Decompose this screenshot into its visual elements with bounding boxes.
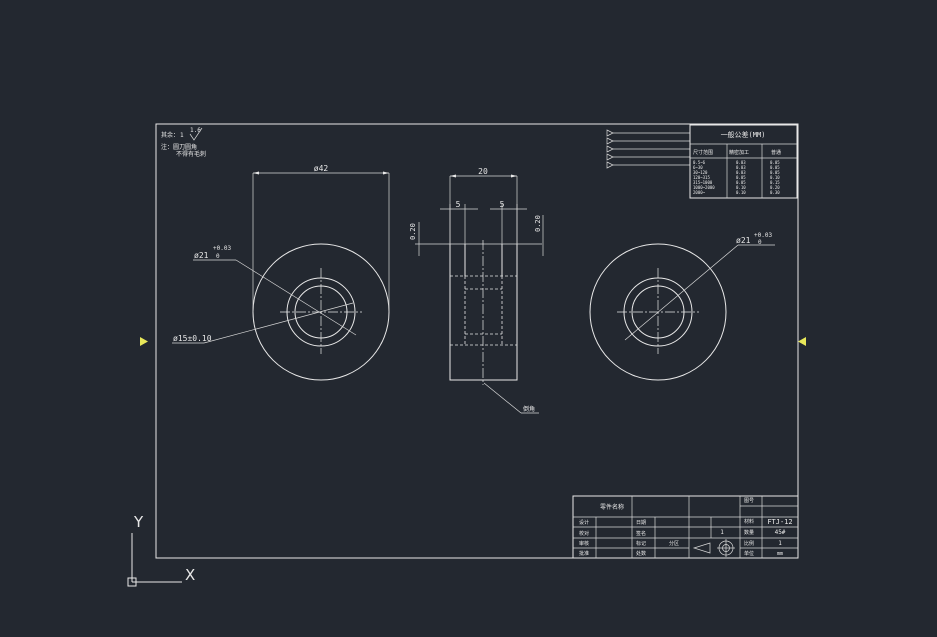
- outer-diameter-dim: ø42: [314, 164, 329, 173]
- tolerance-header-range: 尺寸范围: [693, 149, 713, 156]
- tolerance-cell: 120~315: [693, 175, 710, 180]
- tolerance-cell: 315~1000: [693, 180, 713, 185]
- label-review: 审核: [579, 540, 589, 547]
- general-notes: 其余： 1 1.6 注：圆刀圆角 不得有毛刺: [161, 127, 206, 158]
- tolerance-header-normal: 普通: [771, 149, 781, 156]
- material-value: 45#: [775, 529, 786, 536]
- note-line-2: 不得有毛刺: [176, 150, 206, 158]
- step-left-dim: 5: [456, 200, 461, 209]
- label-unit: 单位: [744, 550, 754, 557]
- label-material: 材料: [744, 518, 754, 525]
- drawing-frame: [155, 123, 799, 559]
- right-grip-marker[interactable]: [798, 337, 806, 346]
- label-scale: 比例: [744, 540, 754, 547]
- tolerance-cell: 0.5~6: [693, 160, 706, 165]
- bore-diameter-dim: ø21: [194, 251, 209, 260]
- right-bore-diameter-dim: ø21: [736, 236, 751, 245]
- label-zone: 分区: [669, 540, 679, 547]
- tolerance-cell: 0.05: [770, 170, 780, 175]
- tolerance-cell: 0.10: [736, 190, 746, 195]
- label-design: 设计: [579, 519, 589, 526]
- title-block[interactable]: 零件名称 设计 校对 审核 批准 日期 签名 标记 处数 分区 图号 材料 数量…: [572, 495, 799, 559]
- roughness-label: 其余：: [161, 131, 179, 139]
- tolerance-cell: 0.10: [736, 185, 746, 190]
- right-tol-lower: 0: [758, 239, 762, 246]
- label-mark: 标记: [636, 540, 646, 547]
- chamfer-left-dim: 0.20: [409, 223, 417, 240]
- tolerance-cell: 0.10: [770, 175, 780, 180]
- front-view[interactable]: ø42 ø21 +0.03 0 ø15±0.10: [172, 164, 390, 381]
- chamfer-right-dim: 0.20: [534, 215, 542, 232]
- roughness-symbol-value: 1.6: [190, 127, 201, 134]
- tolerance-cell: 0.05: [736, 175, 746, 180]
- unit-value: mm: [777, 551, 783, 557]
- label-count: 处数: [636, 550, 646, 557]
- tolerance-cell: 0.03: [736, 170, 746, 175]
- roughness-value: 1: [180, 132, 184, 139]
- part-number: FTJ-12: [767, 518, 792, 526]
- ucs-x-label: X: [185, 566, 195, 584]
- tolerance-cell: 0.15: [770, 180, 780, 185]
- ucs-icon: Y X: [127, 513, 195, 587]
- tolerance-cell: 0.03: [736, 165, 746, 170]
- projection-symbol-icon: [692, 539, 735, 557]
- right-tol-upper: +0.03: [754, 232, 772, 239]
- tolerance-header-precision: 精密加工: [729, 149, 749, 156]
- note-line-1: 注：圆刀圆角: [161, 143, 197, 151]
- tolerance-cell: 2000~: [693, 190, 706, 195]
- pin-diameter-dim: ø15±0.10: [173, 334, 212, 343]
- rear-view[interactable]: ø21 +0.03 0: [589, 232, 775, 381]
- width-dim: 20: [478, 167, 488, 176]
- label-drawing-no: 图号: [744, 498, 754, 504]
- label-quantity: 数量: [744, 529, 754, 536]
- side-section-view[interactable]: 20 5 5 0.20 0.20 倒角: [409, 167, 544, 414]
- tolerance-cell: 0.05: [770, 165, 780, 170]
- tolerance-cell: 0.30: [770, 190, 780, 195]
- bore-tol-lower: 0: [216, 253, 220, 260]
- tolerance-cell: 30~120: [693, 170, 708, 175]
- ucs-y-label: Y: [133, 513, 144, 531]
- step-right-dim: 5: [500, 200, 505, 209]
- section-leader-label: 倒角: [523, 405, 535, 413]
- label-sign: 签名: [636, 530, 646, 537]
- label-date: 日期: [636, 520, 646, 526]
- label-check: 校对: [579, 530, 589, 537]
- tolerance-table-title: 一般公差(MM): [721, 130, 766, 139]
- tolerance-cell: 0.05: [770, 160, 780, 165]
- tolerance-cell: 6~30: [693, 165, 703, 170]
- tolerance-cell: 0.05: [736, 180, 746, 185]
- left-grip-marker[interactable]: [140, 337, 148, 346]
- title-company: 零件名称: [600, 503, 624, 511]
- quantity-value: 1: [720, 529, 724, 536]
- bore-tol-upper: +0.03: [213, 245, 231, 252]
- tolerance-symbols: [606, 129, 690, 169]
- tolerance-cell: 0.03: [736, 160, 746, 165]
- tolerance-cell: 1000~2000: [693, 185, 715, 190]
- tolerance-cell: 0.20: [770, 185, 780, 190]
- scale-value: 1: [778, 540, 782, 547]
- label-approve: 批准: [579, 550, 589, 557]
